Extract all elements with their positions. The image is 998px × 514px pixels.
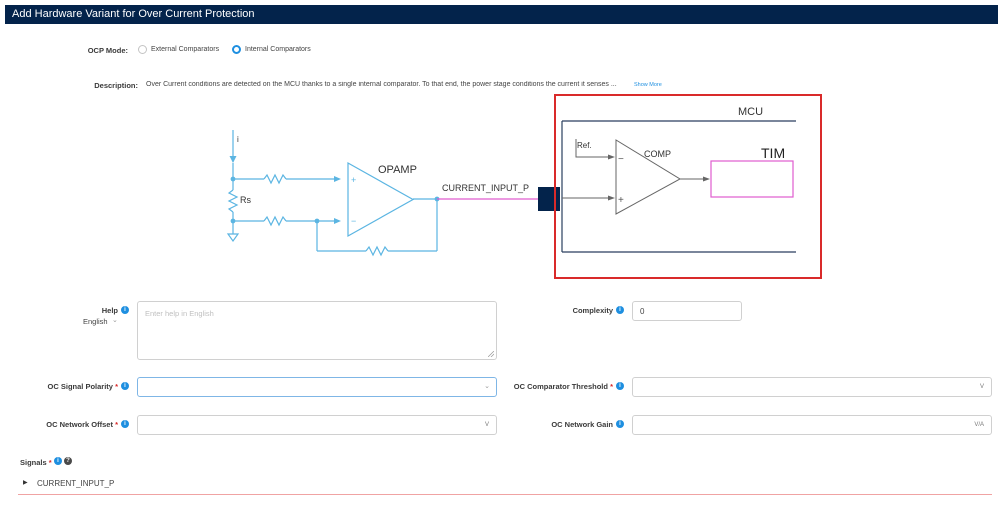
caret-right-icon[interactable]: ▶ — [23, 480, 28, 486]
required-marker: * — [115, 420, 118, 429]
current-input-p-label: CURRENT_INPUT_P — [442, 183, 529, 193]
internal-comparators-label[interactable]: Internal Comparators — [245, 46, 311, 53]
signals-error-underline — [18, 494, 992, 495]
chevron-down-icon[interactable]: ⌄ — [112, 317, 118, 324]
signals-label: Signals * — [20, 458, 52, 467]
chevron-down-icon: ⌄ — [484, 383, 490, 390]
oc-comparator-threshold-label: OC Comparator Threshold * — [500, 382, 613, 391]
oc-signal-polarity-text: OC Signal Polarity — [47, 382, 113, 391]
resize-grip-icon[interactable] — [488, 351, 494, 357]
radio-external-comparators[interactable] — [138, 45, 147, 54]
signals-text: Signals — [20, 458, 47, 467]
info-icon: i — [121, 306, 129, 314]
help-placeholder: Enter help in English — [145, 309, 214, 318]
current-i-label: i — [237, 135, 239, 144]
complexity-value: 0 — [640, 307, 645, 316]
oc-signal-polarity-label: OC Signal Polarity * — [30, 382, 118, 391]
unit-label: V/A — [974, 422, 984, 428]
complexity-input[interactable]: 0 — [632, 301, 742, 321]
opamp-plus-label: + — [351, 175, 356, 185]
unit-label: V — [484, 422, 489, 428]
info-icon: i — [121, 420, 129, 428]
signal-item-current-input-p[interactable]: CURRENT_INPUT_P — [37, 479, 115, 488]
info-icon: i — [54, 457, 62, 465]
help-label: Help — [101, 306, 118, 315]
help-language-selector[interactable]: English — [83, 317, 108, 326]
required-marker: * — [48, 458, 52, 467]
ocp-circuit-diagram: i Rs OPAMP + − CURRENT_INPUT_P MCU Ref. … — [226, 94, 822, 279]
opamp-minus-label: − — [351, 216, 356, 226]
help-icon[interactable]: ? — [64, 457, 72, 465]
comp-minus-label: − — [618, 154, 624, 165]
ref-label: Ref. — [577, 141, 592, 150]
comp-plus-label: + — [618, 195, 624, 206]
description-text: Over Current conditions are detected on … — [146, 81, 617, 88]
required-marker: * — [115, 382, 118, 391]
oc-network-offset-label: OC Network Offset * — [30, 420, 118, 429]
oc-network-offset-text: OC Network Offset — [46, 420, 113, 429]
info-icon: i — [616, 382, 624, 390]
unit-label: V — [979, 384, 984, 390]
help-textarea[interactable]: Enter help in English — [137, 301, 497, 360]
show-more-link[interactable]: Show More — [634, 82, 662, 88]
oc-signal-polarity-select[interactable]: ⌄ — [137, 377, 497, 397]
oc-network-offset-input[interactable]: V — [137, 415, 497, 435]
opamp-label: OPAMP — [378, 164, 417, 176]
info-icon: i — [616, 306, 624, 314]
external-comparators-label[interactable]: External Comparators — [151, 46, 220, 53]
rs-label: Rs — [240, 195, 251, 205]
dialog-title: Add Hardware Variant for Over Current Pr… — [5, 5, 998, 24]
info-icon: i — [616, 420, 624, 428]
ocp-mode-label: OCP Mode: — [87, 46, 128, 55]
tim-label: TIM — [761, 145, 785, 161]
description-label: Description: — [94, 81, 138, 90]
comp-label: COMP — [644, 149, 671, 159]
info-icon: i — [121, 382, 129, 390]
oc-comparator-threshold-text: OC Comparator Threshold — [513, 382, 608, 391]
radio-internal-comparators[interactable] — [232, 45, 241, 54]
mcu-label: MCU — [738, 106, 763, 118]
required-marker: * — [610, 382, 613, 391]
oc-network-gain-label: OC Network Gain — [551, 420, 613, 429]
complexity-label: Complexity — [572, 306, 613, 315]
oc-comparator-threshold-input[interactable]: V — [632, 377, 992, 397]
oc-network-gain-input[interactable]: V/A — [632, 415, 992, 435]
